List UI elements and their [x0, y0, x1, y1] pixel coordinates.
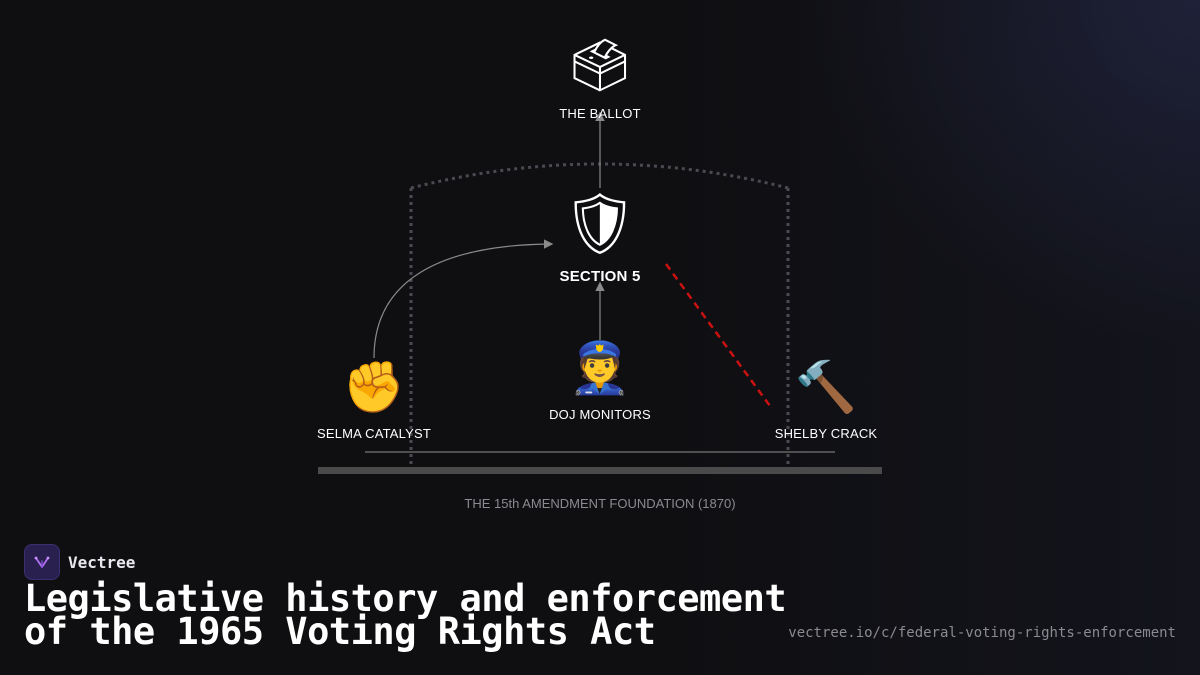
shelby-label: SHELBY CRACK	[774, 426, 878, 441]
ballot-box-icon: 🗳	[566, 36, 634, 96]
brand-name: Vectree	[68, 552, 136, 572]
foundation-label: THE 15th AMENDMENT FOUNDATION (1870)	[464, 496, 736, 511]
title-line-2: of the 1965 Voting Rights Act	[24, 610, 656, 653]
shield-icon: 🛡	[561, 189, 639, 259]
page-title: Legislative history and enforcement of t…	[24, 580, 787, 650]
source-url[interactable]: vectree.io/c/federal-voting-rights-enfor…	[788, 625, 1176, 641]
vectree-logo-icon	[24, 544, 60, 580]
brand: Vectree	[24, 544, 135, 580]
ballot-label: THE BALLOT	[559, 106, 641, 121]
hammer-icon: 🔨	[794, 358, 858, 416]
title-line-1: Legislative history and enforcement	[24, 577, 787, 620]
doj-label: DOJ MONITORS	[549, 407, 651, 422]
foundation-bar	[318, 467, 882, 474]
raised-fist-icon: ✊	[342, 358, 406, 416]
section5-label: SECTION 5	[559, 268, 641, 285]
police-officer-icon: 👮	[568, 339, 632, 397]
selma-label: SELMA CATALYST	[316, 426, 432, 441]
arrow-selma-to-section5	[373, 239, 554, 359]
shelby-crack-line	[664, 263, 772, 407]
